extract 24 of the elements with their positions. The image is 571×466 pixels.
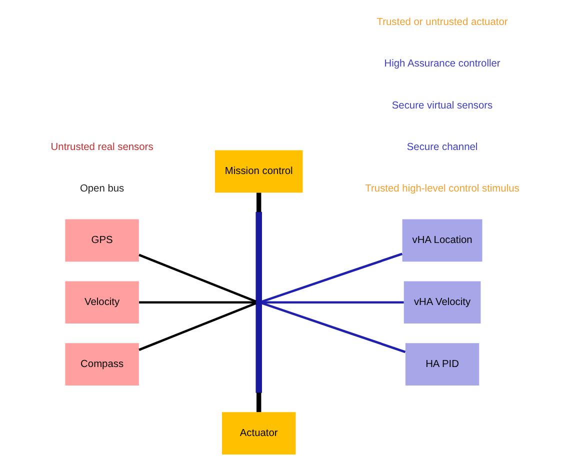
node-box: GPS <box>65 219 139 262</box>
label: Secure virtual sensors <box>392 100 493 112</box>
node-box: HA PID <box>405 343 480 386</box>
connector <box>256 192 262 212</box>
node-box: Actuator <box>222 412 296 454</box>
node-box: vHA Velocity <box>404 281 481 324</box>
label: Untrusted real sensors <box>50 142 154 153</box>
node-box: Velocity <box>65 281 139 324</box>
connector <box>139 301 256 304</box>
label: Trusted high-level control stimulus <box>365 183 520 194</box>
connector <box>256 392 262 412</box>
connector <box>138 254 256 303</box>
node-bar <box>256 212 262 393</box>
label: High Assurance controller <box>384 58 500 70</box>
connector <box>261 252 403 303</box>
connector <box>261 302 406 354</box>
node-box: vHA Location <box>402 219 482 262</box>
label: Secure channel <box>406 142 478 153</box>
node-box: Compass <box>65 343 139 386</box>
node-box: Mission control <box>214 150 303 193</box>
connector <box>138 302 256 351</box>
label: Trusted or untrusted actuator <box>376 17 508 28</box>
connector <box>262 301 404 304</box>
label: Open bus <box>80 183 124 194</box>
